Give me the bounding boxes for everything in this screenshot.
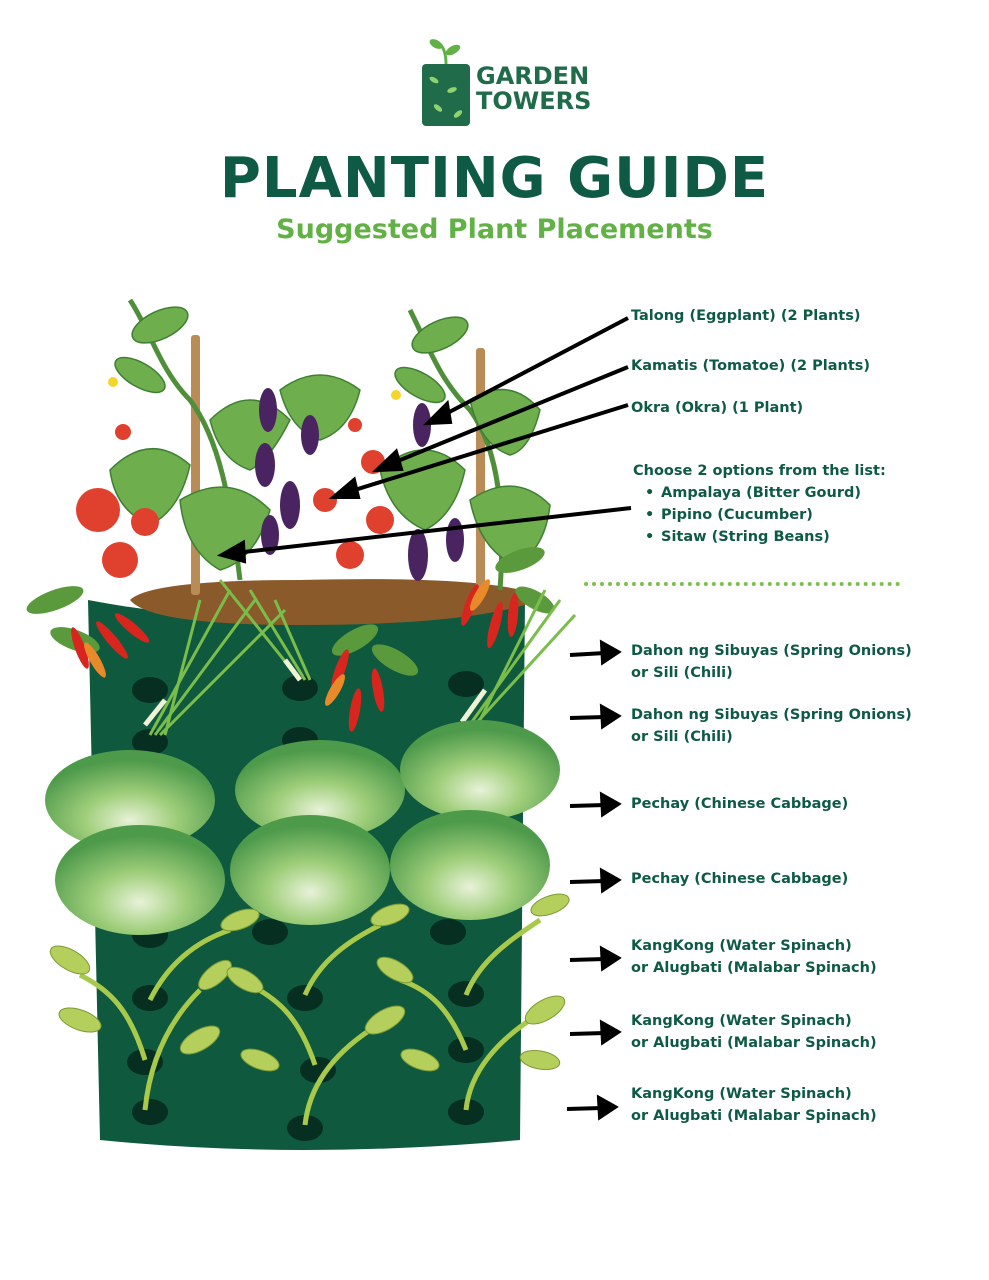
label-pocket-row-7: KangKong (Water Spinach) or Alugbati (Ma… bbox=[631, 1083, 877, 1127]
sprout-box-icon bbox=[422, 39, 470, 126]
page-title: PLANTING GUIDE bbox=[219, 146, 770, 211]
page-subtitle: Suggested Plant Placements bbox=[276, 214, 713, 245]
label-line2: or Sili (Chili) bbox=[631, 665, 733, 681]
arrow-choose bbox=[234, 506, 632, 555]
label-pocket-row-1: Dahon ng Sibuyas (Spring Onions) or Sili… bbox=[631, 640, 912, 684]
spring-onions bbox=[148, 579, 577, 737]
pocket-arrows bbox=[566, 639, 622, 1121]
kangkong-plants bbox=[49, 893, 570, 1126]
brand-name-line1: GARDEN bbox=[476, 62, 590, 90]
flowers bbox=[108, 377, 401, 400]
tomatoes bbox=[76, 418, 394, 578]
top-foliage bbox=[109, 298, 551, 591]
label-pocket-row-2: Dahon ng Sibuyas (Spring Onions) or Sili… bbox=[631, 704, 912, 748]
label-okra: Okra (Okra) (1 Plant) bbox=[631, 400, 804, 416]
label-pocket-row-4: Pechay (Chinese Cabbage) bbox=[631, 868, 848, 890]
label-kamatis: Kamatis (Tomatoe) (2 Plants) bbox=[631, 358, 871, 374]
soil-top bbox=[130, 579, 545, 625]
pechay-plants bbox=[45, 720, 560, 935]
option-pipino: Pipino (Cucumber) bbox=[645, 504, 886, 526]
arrow-okra bbox=[344, 403, 629, 495]
label-line2: or Alugbati (Malabar Spinach) bbox=[631, 1108, 877, 1124]
label-line1: Dahon ng Sibuyas (Spring Onions) bbox=[631, 707, 912, 723]
label-line2: or Alugbati (Malabar Spinach) bbox=[631, 1035, 877, 1051]
dotted-divider bbox=[584, 582, 900, 586]
onion-stems bbox=[143, 658, 488, 727]
label-pocket-row-5: KangKong (Water Spinach) or Alugbati (Ma… bbox=[631, 935, 877, 979]
label-line1: Dahon ng Sibuyas (Spring Onions) bbox=[631, 643, 912, 659]
arrow-kamatis bbox=[387, 365, 629, 467]
label-line2: or Alugbati (Malabar Spinach) bbox=[631, 960, 877, 976]
label-pocket-row-6: KangKong (Water Spinach) or Alugbati (Ma… bbox=[631, 1010, 877, 1054]
bamboo-stake bbox=[476, 348, 485, 598]
brand-name-line2: TOWERS bbox=[476, 87, 592, 115]
brand-name: GARDEN TOWERS bbox=[476, 64, 591, 114]
option-ampalaya: Ampalaya (Bitter Gourd) bbox=[645, 482, 886, 504]
label-line2: or Sili (Chili) bbox=[631, 729, 733, 745]
choose-options-box: Choose 2 options from the list: Ampalaya… bbox=[633, 460, 886, 548]
pointer-arrows bbox=[216, 316, 632, 564]
label-line1: KangKong (Water Spinach) bbox=[631, 1086, 852, 1102]
label-talong: Talong (Eggplant) (2 Plants) bbox=[631, 308, 861, 324]
choose-options-list: Ampalaya (Bitter Gourd) Pipino (Cucumber… bbox=[633, 482, 886, 548]
choose-heading: Choose 2 options from the list: bbox=[633, 463, 886, 479]
option-sitaw: Sitaw (String Beans) bbox=[645, 526, 886, 548]
label-line1: Pechay (Chinese Cabbage) bbox=[631, 796, 849, 812]
label-line1: Pechay (Chinese Cabbage) bbox=[631, 871, 849, 887]
label-line1: KangKong (Water Spinach) bbox=[631, 1013, 852, 1029]
garden-towers-logo bbox=[420, 38, 580, 130]
chili-plants bbox=[26, 547, 555, 732]
arrow-talong bbox=[437, 316, 629, 420]
label-line1: KangKong (Water Spinach) bbox=[631, 938, 852, 954]
label-pocket-row-3: Pechay (Chinese Cabbage) bbox=[631, 793, 848, 815]
bamboo-stake bbox=[191, 335, 200, 595]
